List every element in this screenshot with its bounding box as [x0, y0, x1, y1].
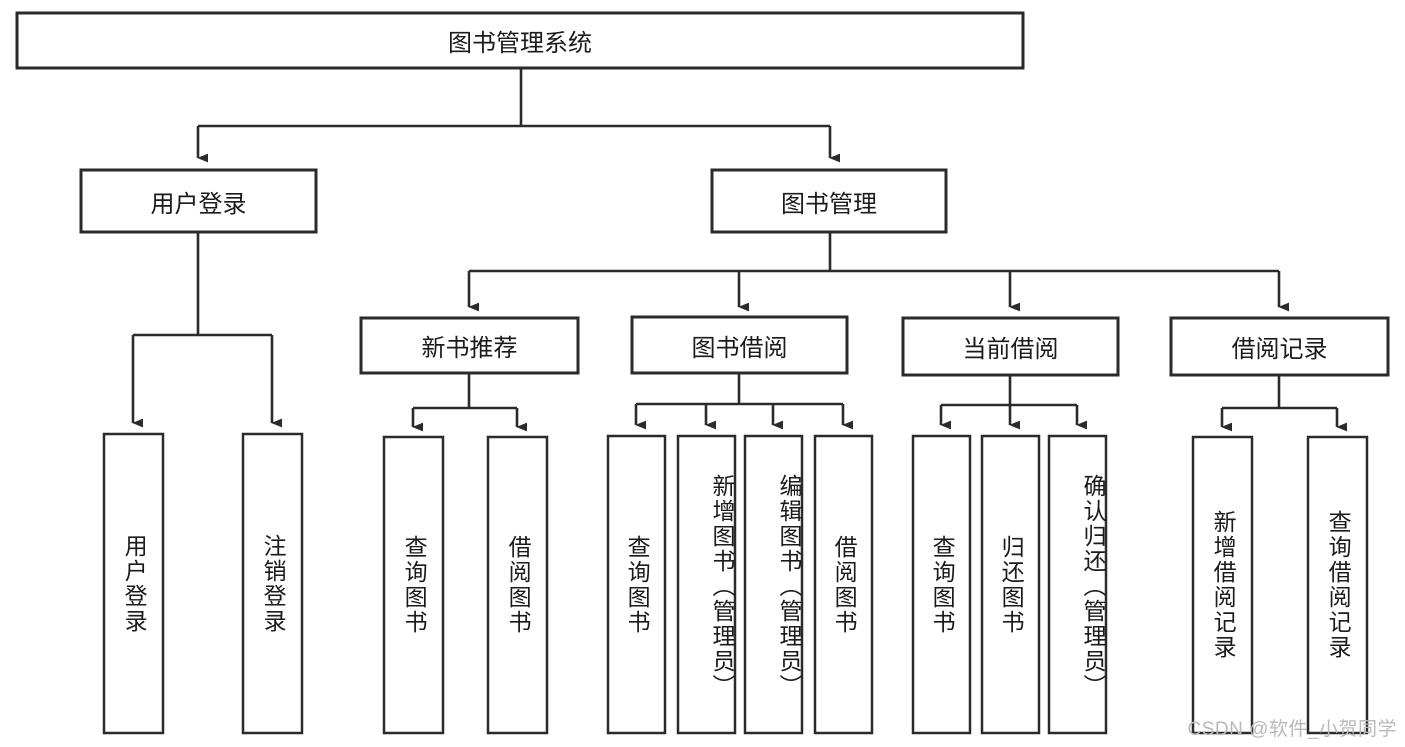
connector-group-book-borrow — [634, 373, 854, 430]
node-leaf-confirm-return-box[interactable] — [1047, 434, 1108, 735]
connector-group-current-borrow — [939, 375, 1088, 430]
node-leaf-user-login-box[interactable] — [102, 432, 165, 735]
node-current-borrow-box[interactable] — [901, 316, 1120, 377]
node-user-login-box[interactable] — [79, 168, 318, 234]
node-leaf-borrow-book-2-box[interactable] — [813, 434, 874, 735]
connector-group-borrow-record — [1220, 375, 1348, 432]
node-leaf-borrow-book-1-box[interactable] — [486, 435, 549, 735]
node-leaf-add-record-box[interactable] — [1191, 435, 1254, 735]
node-leaf-query-record-box[interactable] — [1306, 435, 1369, 735]
connector-group-user-login — [131, 232, 283, 428]
node-leaf-add-book-box[interactable] — [676, 434, 737, 735]
node-leaf-user-logout-box[interactable] — [241, 432, 304, 735]
node-leaf-edit-book-box[interactable] — [743, 434, 804, 735]
connector-group-new-book-recommend — [411, 373, 528, 432]
node-new-book-recommend-box[interactable] — [359, 316, 580, 375]
connector-group-root — [196, 68, 841, 163]
node-root-box[interactable] — [15, 11, 1025, 70]
node-leaf-query-book-1-box[interactable] — [382, 435, 445, 735]
node-leaf-return-book-box[interactable] — [980, 434, 1041, 735]
node-leaf-query-book-3-box[interactable] — [911, 434, 972, 735]
connector-group-book-manage — [467, 232, 1290, 312]
csdn-watermark: CSDN @软件_小贺同学 — [1187, 719, 1397, 740]
node-borrow-record-box[interactable] — [1169, 316, 1390, 377]
node-book-borrow-box[interactable] — [630, 315, 849, 375]
node-book-manage-box[interactable] — [710, 168, 948, 234]
node-leaf-query-book-2-box[interactable] — [606, 434, 667, 735]
